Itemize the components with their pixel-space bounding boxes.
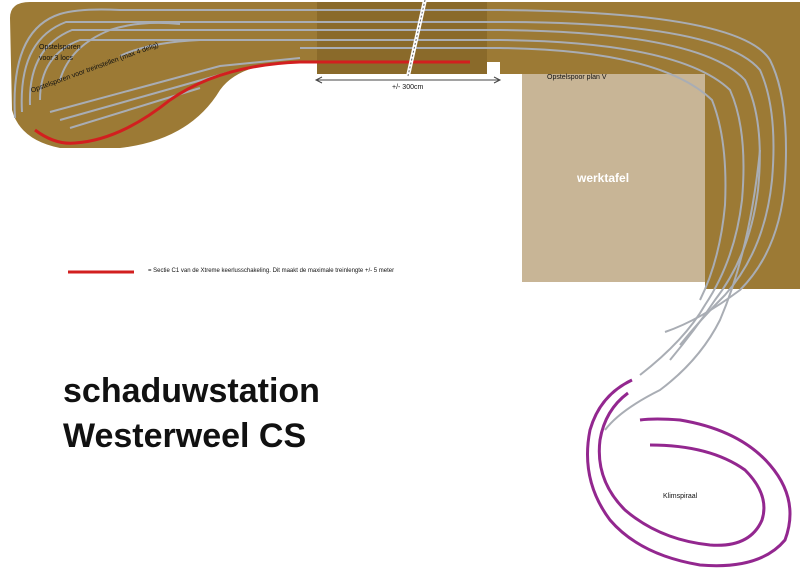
legend-text: = Sectie C1 van de Xtreme keerlusschakel… [148,268,395,274]
track-siding-2 [119,39,201,57]
title-line-2: Westerweel CS [63,417,307,455]
track-train-siding-1 [49,57,301,113]
klimspiraal-spiral [586,378,792,568]
label-opstelsporen-locs: Opstelsporen voor 3 locs [39,42,81,64]
werktafel-table [522,74,705,282]
label-werktafel: werktafel [577,171,630,185]
label-opstelsporen-line1: Opstelsporen [39,44,81,51]
track-loop-5 [300,47,727,301]
track-loop-3 [28,29,761,361]
label-distance: +/- 300cm [392,84,424,91]
label-klimspiraal: Klimspiraal [663,493,698,500]
track-spiral-approach [604,149,761,431]
track-train-siding-2 [59,71,231,121]
distance-arrow [314,76,502,84]
track-loop-4 [39,39,745,376]
baseboard [10,2,800,289]
track-siding-1 [59,21,181,81]
label-opstelspoor-plan-v: Opstelspoor plan V [547,74,607,81]
title-line-1: schaduwstation [63,372,320,410]
label-opstelsporen-line2: voor 3 locs [39,55,73,62]
track-loop-2 [20,21,775,346]
section-c1-track [34,60,470,145]
track-lines [13,8,787,431]
track-outer-loop [13,8,787,333]
section-cut-line-inner [407,0,426,77]
baseboard-dark-section [317,2,487,74]
